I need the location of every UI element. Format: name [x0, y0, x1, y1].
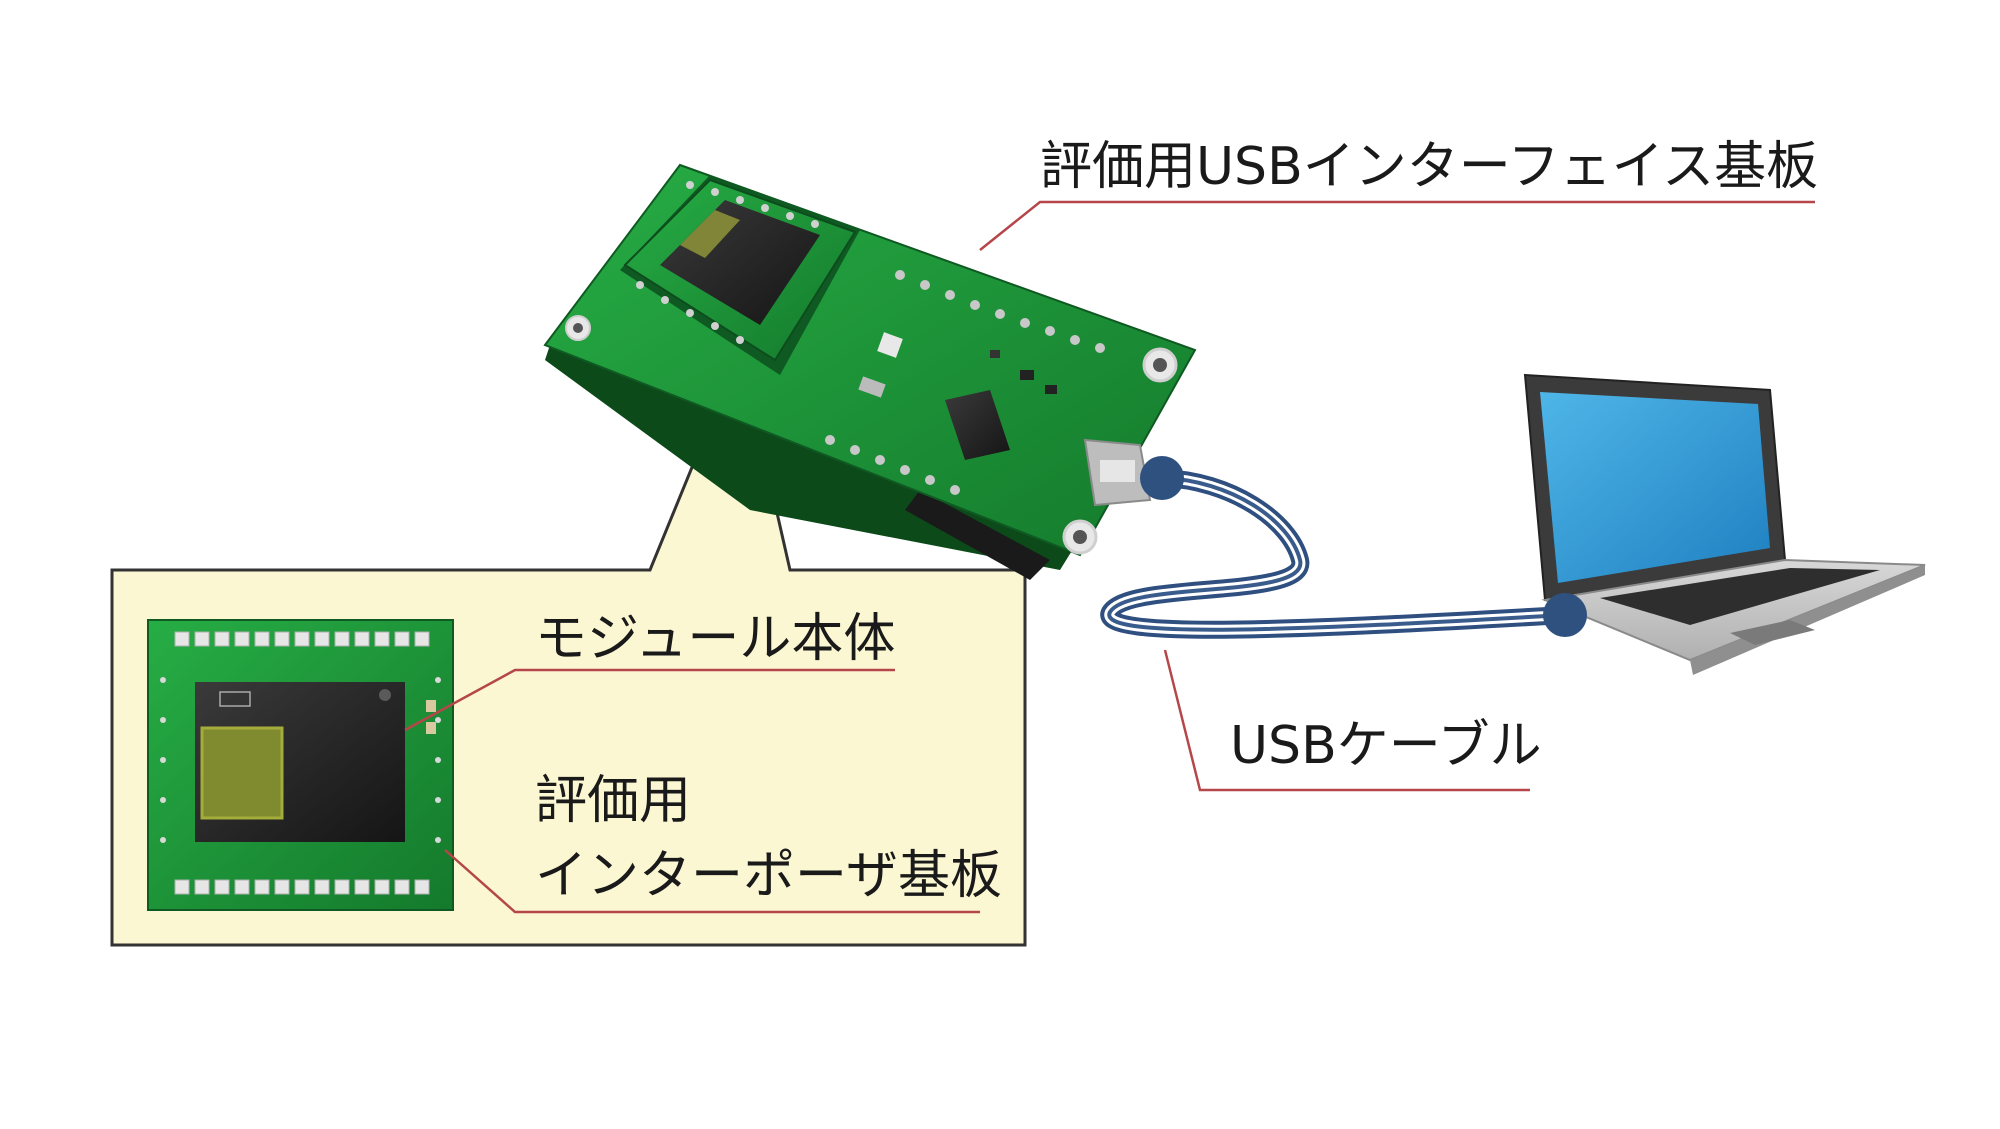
module-chip [195, 682, 405, 842]
mount-hole [1142, 347, 1178, 383]
main-chip [945, 390, 1010, 460]
label-usb-interface-board: 評価用USBインターフェイス基板 [1040, 137, 1819, 197]
pin-header-row [825, 270, 1105, 495]
mount-hole [565, 315, 591, 341]
laptop-keyboard [1600, 568, 1880, 625]
leader-line-interposer [444, 849, 980, 914]
cable-end-board [1140, 456, 1184, 500]
usb-connector [1083, 438, 1152, 507]
label-evaluation-interposer-line1: 評価用 [535, 771, 692, 831]
mounted-interposer-board [620, 175, 860, 375]
mount-hole [1062, 519, 1098, 555]
cable-end-laptop [1543, 593, 1587, 637]
leader-line-module-body [404, 668, 895, 732]
leader-line-usb-interface-board [979, 200, 1815, 251]
laptop-touchpad [1730, 620, 1815, 645]
label-usb-cable: USBケーブル [1230, 716, 1542, 776]
laptop-screen [1540, 392, 1770, 583]
usb-interface-board [543, 163, 1197, 580]
laptop [1523, 373, 1926, 675]
pad-row-top [174, 631, 430, 647]
label-module-body: モジュール本体 [535, 609, 896, 669]
interposer-closeup [147, 619, 454, 911]
usb-cable [1100, 469, 1574, 639]
leader-line-usb-cable [1163, 649, 1530, 792]
pad-row-bottom [174, 879, 430, 895]
label-evaluation-interposer-line2: インターポーザ基板 [535, 846, 1002, 906]
led-component [877, 332, 903, 358]
leader-lines [404, 200, 1815, 914]
